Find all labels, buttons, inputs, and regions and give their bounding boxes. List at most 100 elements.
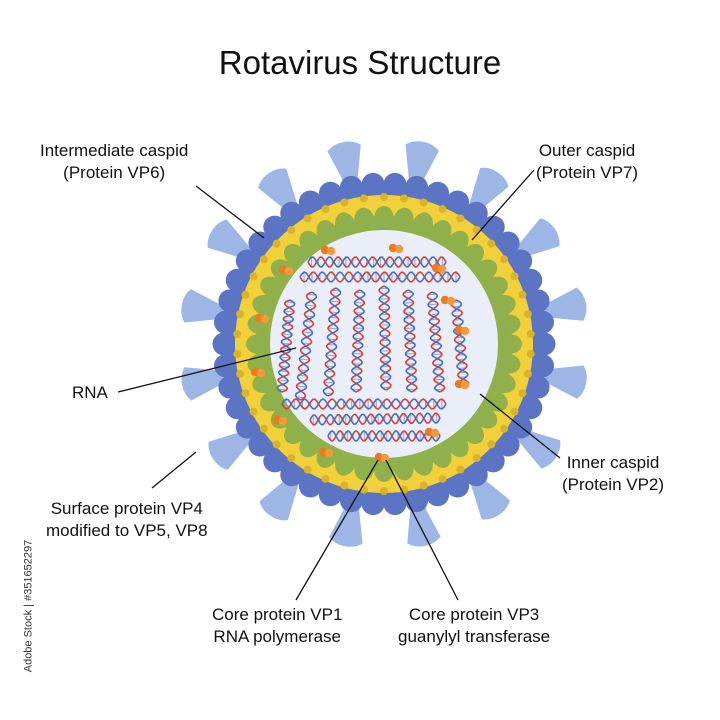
label-inner-caspid: Inner caspid (Protein VP2) [562,453,665,494]
inner-caspid-bead [490,372,516,393]
outer-caspid-bead [318,483,342,507]
rna-base-pair [331,289,340,292]
intermediate-caspid-stripe [241,290,250,299]
intermediate-caspid-stripe [472,225,481,234]
enzyme-complex [326,246,336,256]
label-outer-caspid: Outer caspid (Protein VP7) [536,141,639,182]
enzyme-complex [394,244,404,254]
intermediate-caspid-stripe [249,407,258,416]
inner-caspid-bead [335,212,356,238]
rna-strand [327,430,441,442]
rna-base-pair [279,356,291,359]
outer-caspid-bead [263,449,287,473]
inner-caspid-bead [496,334,522,354]
inner-caspid-bead [260,276,286,298]
leader-line [471,169,535,241]
inner-caspid-bead [393,207,414,234]
outer-caspid-bead [248,433,272,457]
inner-caspid-bead [460,420,484,444]
enzyme-complex [256,368,266,378]
intermediate-caspid-stripe [340,481,349,490]
outer-caspid-bead [464,463,488,487]
intermediate-caspid-stripe [419,198,428,207]
intermediate-caspid-stripe [500,255,509,264]
outer-caspid-bead [212,332,236,356]
rna-base-pair [431,353,443,356]
outer-caspid-bead [496,231,520,255]
enzyme-complex [260,314,270,324]
intermediate-caspid-stripe [236,369,245,378]
intermediate-caspid-stripe [321,474,330,483]
intermediate-caspid-stripe [259,424,268,433]
intermediate-caspid-stripe [500,424,509,433]
outer-caspid-bead [481,449,505,473]
inner-caspid-bead [374,456,394,482]
outer-caspid-bead [361,492,385,516]
rna-strand [294,291,318,401]
inner-caspid-bead [490,295,516,316]
enzyme-complex [460,326,470,336]
rna-base-pair [299,358,310,361]
intermediate-caspid-stripe [523,369,532,378]
outer-caspid-bead [531,354,555,378]
leader-line [295,459,379,601]
outer-caspid-bead [383,172,407,196]
inner-caspid-bead [412,450,433,476]
spike-protein [514,428,561,469]
intermediate-caspid-stripe [526,349,535,358]
outer-caspid-bead [509,249,533,273]
rna-strand [276,299,296,393]
intermediate-caspid-stripe [359,194,368,203]
intermediate-caspid-stripe [236,310,245,319]
label-surface-protein: Surface protein VP4 modified to VP5, VP8 [46,499,208,540]
rna-base-pair [433,378,445,381]
rna-base-pair [325,370,334,373]
rna-base-pair [427,303,439,306]
outer-caspid-bead [339,175,363,199]
outer-caspid-bead [446,474,470,498]
inner-caspid-bead [299,230,322,255]
inner-caspid-bead [284,420,308,444]
rna-base-pair [277,379,289,382]
enzyme-complex [380,453,390,463]
rna-base-pair [305,304,316,307]
outer-caspid-bead [280,463,304,487]
inner-caspid-bead [252,372,278,393]
intermediate-caspid-stripe [303,214,312,223]
inner-caspid-bead [446,230,469,255]
inner-caspid-bead [260,390,286,412]
inner-caspid-bead [446,433,469,458]
intermediate-caspid-stripe [287,225,296,234]
rna-base-pair [328,338,337,341]
intermediate-caspid-stripe [272,440,281,449]
outer-caspid-bead [213,310,237,334]
inner-caspid-bead [430,442,452,468]
inner-caspid-bead [482,390,508,412]
outer-caspid-bead [280,201,304,225]
inner-caspid-bead [494,314,521,335]
intermediate-caspid-stripe [321,205,330,214]
outer-caspid-bead [531,310,555,334]
enzyme-complex [284,266,294,276]
intermediate-caspid-stripe [518,290,527,299]
rna-strand [281,398,447,410]
outer-caspid-bead [263,215,287,239]
inner-caspid-bead [482,276,508,298]
intermediate-caspid-stripe [487,440,496,449]
rna-base-pair [326,365,335,368]
enzyme-complex [446,296,456,306]
outer-caspid-bead [481,215,505,239]
spike-protein [539,287,587,321]
rna-base-pair [327,327,339,330]
outer-caspid-bead [526,289,550,313]
intermediate-caspid-stripe [518,389,527,398]
inner-caspid-bead [494,353,521,374]
inner-caspid-bead [284,244,308,268]
rna-base-pair [330,311,339,314]
outer-caspid-bead [405,175,429,199]
label-rna: RNA [72,383,108,402]
enzyme-complex [430,428,440,438]
rna-strand [402,289,418,393]
